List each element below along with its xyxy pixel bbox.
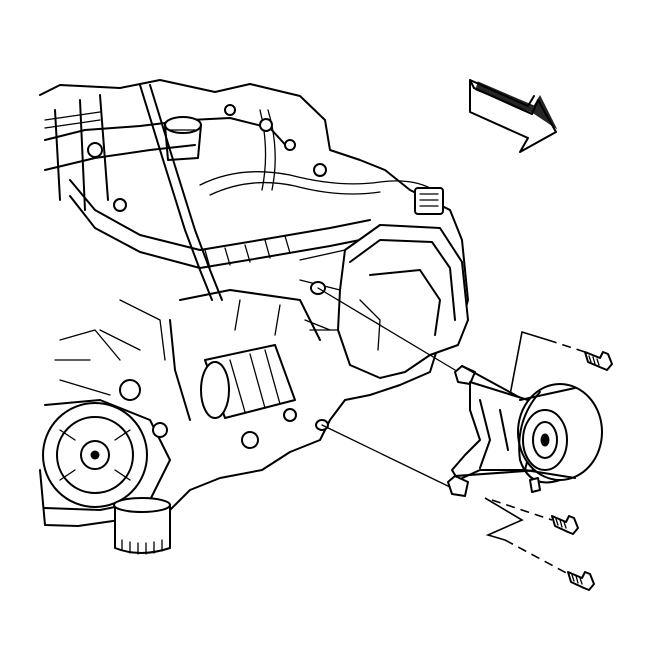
front-direction-arrow-icon [469,79,558,153]
bolt-middle [551,515,579,535]
fastener-leaders [484,330,586,577]
engine-mount [517,383,603,493]
engine-assembly [39,79,469,555]
alignment-lines [317,287,456,489]
bolt-lower [567,571,595,591]
bolt-upper [584,351,613,371]
